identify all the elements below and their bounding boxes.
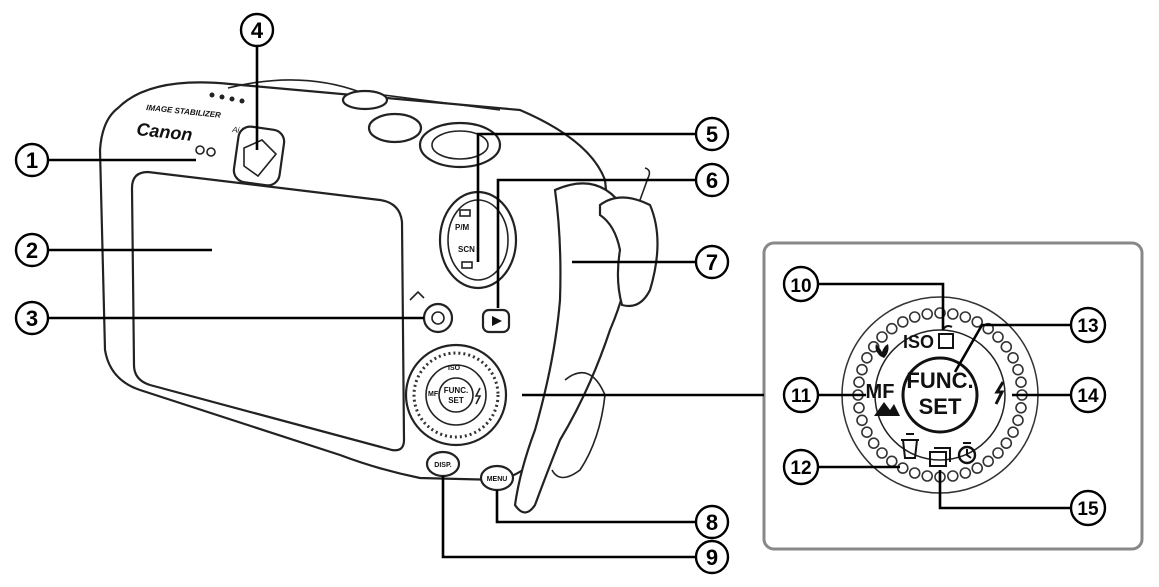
callout-number: 1 bbox=[26, 148, 38, 173]
callout-badge: 8 bbox=[694, 504, 730, 540]
callout-number: 13 bbox=[1077, 316, 1098, 337]
dial-grip-dot bbox=[908, 467, 921, 479]
dial-grip-dot bbox=[921, 470, 934, 482]
callout-badge: 5 bbox=[694, 116, 730, 152]
callout-badge: 7 bbox=[694, 244, 730, 280]
dial-grip-dot bbox=[982, 455, 995, 468]
callout-number: 7 bbox=[706, 250, 718, 275]
viewfinder bbox=[232, 125, 286, 187]
inset-set-label: SET bbox=[919, 394, 962, 419]
callout-number: 6 bbox=[706, 168, 718, 193]
dial-grip-dot bbox=[1015, 401, 1027, 414]
callout-number: 10 bbox=[790, 276, 811, 297]
flash-icon bbox=[994, 381, 1005, 405]
dial-grip-dot bbox=[853, 376, 865, 389]
dial-grip-dot bbox=[896, 316, 909, 328]
menu-label: MENU bbox=[487, 476, 508, 483]
callout-badge: 1 bbox=[14, 142, 50, 178]
func-set-button[interactable] bbox=[901, 356, 979, 434]
callout-badge: 9 bbox=[694, 539, 730, 575]
callout-number: 14 bbox=[1077, 386, 1099, 407]
callout-badge: 13 bbox=[1069, 306, 1107, 344]
leader-lines bbox=[49, 47, 1070, 559]
dial-grip-dot bbox=[867, 437, 880, 450]
dial-grip-dot bbox=[861, 426, 873, 439]
landscape-icon bbox=[874, 402, 900, 416]
dial-grip-dot bbox=[1015, 376, 1027, 389]
iso-label: ISO bbox=[448, 365, 461, 372]
dial-grip-dot bbox=[908, 311, 921, 323]
continuous-shot-icon bbox=[929, 447, 951, 467]
flash-icon bbox=[474, 387, 482, 405]
playback-button[interactable] bbox=[481, 308, 511, 334]
dial-grip-dot bbox=[971, 316, 984, 328]
dial-grip-dot bbox=[1007, 351, 1019, 364]
control-dial[interactable]: FUNC. SET ISO MF bbox=[404, 343, 508, 447]
inset-iso-label: ISO bbox=[903, 332, 934, 352]
dial-grip-dot bbox=[1012, 414, 1024, 427]
callout-number: 12 bbox=[790, 458, 811, 479]
erase-icon bbox=[901, 433, 919, 459]
dial-grip-dot bbox=[971, 462, 984, 474]
dial-grip-dot bbox=[876, 331, 888, 343]
dial-grip-dot bbox=[853, 401, 865, 414]
dial-grip-dot bbox=[876, 447, 888, 459]
mode-dial-label: SCN bbox=[458, 245, 475, 254]
inset-mf-label: MF bbox=[866, 381, 895, 403]
callout-number: 2 bbox=[26, 238, 38, 263]
callout-badge: 4 bbox=[239, 12, 275, 48]
indicator-lamp-icon bbox=[195, 145, 205, 155]
dial-grip-dot bbox=[885, 322, 898, 335]
indicator-lamp-icon bbox=[206, 147, 216, 157]
dial-grip-dot bbox=[856, 363, 868, 376]
callout-badge: 14 bbox=[1069, 376, 1107, 414]
callout-number: 5 bbox=[706, 122, 718, 147]
callout-number: 3 bbox=[26, 306, 38, 331]
self-timer-icon bbox=[957, 442, 977, 465]
dial-grip-dot bbox=[861, 351, 873, 364]
dial-grip-dot bbox=[1000, 437, 1013, 450]
callout-badge: 3 bbox=[14, 300, 50, 336]
callout-badge: 2 bbox=[14, 232, 50, 268]
disp-label: DISP. bbox=[434, 462, 451, 469]
dial-grip-dot bbox=[992, 447, 1004, 459]
dial-grip-dot bbox=[885, 455, 898, 468]
callout-badge: 11 bbox=[782, 376, 820, 414]
dial-grip-dot bbox=[959, 467, 972, 479]
macro-icon bbox=[875, 344, 889, 358]
callout-number: 11 bbox=[791, 386, 812, 407]
dial-grip-dot bbox=[946, 308, 959, 320]
func-label: FUNC. bbox=[444, 386, 468, 395]
callout-badge: 10 bbox=[782, 265, 820, 303]
dial-grip-dot bbox=[856, 414, 868, 427]
set-label: SET bbox=[448, 396, 464, 405]
callout-badge: 12 bbox=[782, 448, 820, 486]
dial-grip-dot bbox=[959, 311, 972, 323]
callout-number: 4 bbox=[251, 18, 264, 43]
callout-number: 9 bbox=[706, 545, 718, 570]
dial-grip-dot bbox=[946, 470, 959, 482]
dial-grip-dot bbox=[992, 331, 1004, 343]
mf-label: MF bbox=[428, 391, 439, 398]
disp-button[interactable]: DISP. bbox=[425, 450, 461, 478]
inset-control-dial: FUNC. SET ISO MF bbox=[841, 296, 1039, 494]
dial-grip-dot bbox=[1012, 363, 1024, 376]
menu-button[interactable]: MENU bbox=[479, 464, 515, 492]
callout-number: 15 bbox=[1077, 499, 1099, 520]
play-icon bbox=[492, 316, 502, 326]
dial-grip-dot bbox=[1000, 340, 1013, 353]
inset-func-label: FUNC. bbox=[906, 368, 973, 393]
dial-grip-dot bbox=[921, 308, 934, 320]
dial-grip-dot bbox=[1007, 426, 1019, 439]
callout-badge: 6 bbox=[694, 162, 730, 198]
mode-dial-label: P/M bbox=[455, 223, 470, 232]
lcd-screen bbox=[130, 170, 406, 452]
callout-number: 8 bbox=[706, 510, 718, 535]
shortcut-button[interactable] bbox=[409, 290, 454, 334]
callout-badge: 15 bbox=[1069, 489, 1107, 527]
